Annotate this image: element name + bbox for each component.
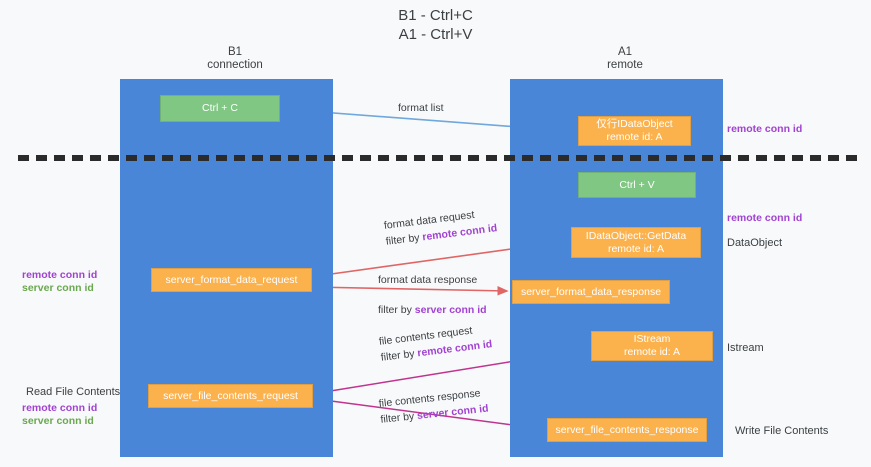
label-read-file-contents: Read File Contents bbox=[26, 386, 121, 398]
label-remote-conn-id-left-bottom: remote conn id bbox=[22, 402, 98, 414]
node-istream[interactable]: IStream remote id: A bbox=[591, 331, 713, 361]
column-header-a1: A1 remote bbox=[607, 46, 643, 71]
label-group-conn-ids-bottom: remote conn id server conn id bbox=[22, 402, 97, 428]
label-remote-conn-id-top: remote conn id bbox=[727, 123, 803, 135]
edge-label-fdresp-key: server conn id bbox=[414, 304, 487, 316]
node-idataobject[interactable]: 仅行IDataObject remote id: A bbox=[578, 116, 691, 146]
node-ctrl-v[interactable]: Ctrl + V bbox=[578, 172, 696, 198]
node-server-format-data-request[interactable]: server_format_data_request bbox=[151, 268, 312, 292]
arrow-format-data-response bbox=[312, 286, 509, 296]
node-idataobject-getdata[interactable]: IDataObject::GetData remote id: A bbox=[571, 227, 701, 258]
label-write-file-contents: Write File Contents bbox=[735, 425, 829, 437]
edge-label-format-data-response: format data response filter by server co… bbox=[378, 272, 487, 318]
arrow-file-contents-response bbox=[315, 398, 545, 433]
edge-label-format-list: format list bbox=[398, 100, 444, 116]
label-istream: Istream bbox=[727, 342, 764, 354]
node-ctrl-c[interactable]: Ctrl + C bbox=[160, 95, 280, 122]
label-remote-conn-id-left-top: remote conn id bbox=[22, 269, 98, 281]
edge-label-fdresp-prefix: filter by bbox=[378, 304, 415, 316]
edge-label-fdreq-prefix: filter by bbox=[385, 231, 424, 248]
phase-separator-dashed-line bbox=[18, 155, 861, 161]
label-remote-conn-id-middle: remote conn id bbox=[727, 212, 803, 224]
node-server-file-contents-request[interactable]: server_file_contents_request bbox=[148, 384, 313, 408]
column-header-b1: B1 connection bbox=[207, 46, 263, 71]
label-dataobject: DataObject bbox=[727, 237, 783, 249]
label-server-conn-id-left-top: server conn id bbox=[22, 282, 94, 294]
edge-label-fcreq-prefix: filter by bbox=[380, 347, 419, 364]
edge-label-format-list-line1: format list bbox=[398, 102, 444, 114]
edge-label-format-data-response-line1: format data response bbox=[378, 274, 478, 286]
label-server-conn-id-left-bottom: server conn id bbox=[22, 415, 94, 427]
label-group-conn-ids-top: remote conn id server conn id bbox=[22, 269, 97, 295]
edge-label-format-data-response-line2: filter by server conn id bbox=[378, 302, 487, 318]
page-title: B1 - Ctrl+C A1 - Ctrl+V bbox=[398, 7, 473, 43]
node-server-file-contents-response[interactable]: server_file_contents_response bbox=[547, 418, 707, 442]
edge-label-fcresp-prefix: filter by bbox=[379, 410, 418, 426]
node-server-format-data-response[interactable]: server_format_data_response bbox=[512, 280, 670, 304]
